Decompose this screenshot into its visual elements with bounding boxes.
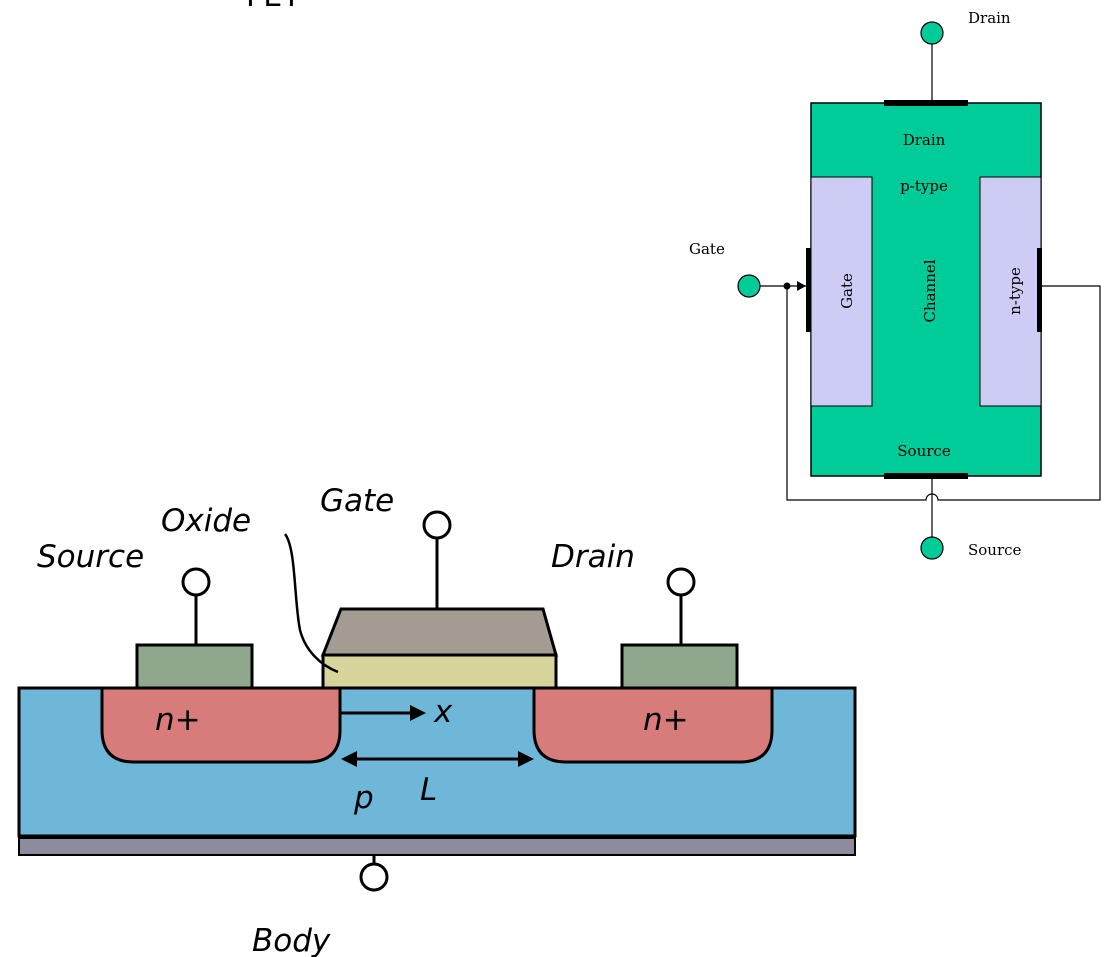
mosfet-x-label: x [433, 694, 453, 730]
mosfet-drain-n-region [532, 686, 774, 764]
jfet-gate-contact-left [806, 248, 811, 332]
mosfet-source-region-label: n+ [155, 702, 201, 738]
jfet-drain-terminal-label: Drain [968, 9, 1011, 27]
mosfet-drain-label: Drain [551, 539, 635, 575]
mosfet-length-arrowhead-left [341, 751, 357, 767]
jfet-drain-region-label: Drain [903, 131, 946, 149]
jfet-diagram: Drain Gate Source Drain p-type Source Ga… [689, 9, 1101, 560]
jfet-drain-contact [884, 100, 968, 106]
mosfet-source-label: Source [37, 539, 144, 575]
mosfet-length-arrowhead-right [518, 751, 534, 767]
jfet-ntype-region [979, 176, 1042, 407]
jfet-gate-return-wire [786, 285, 1101, 501]
mosfet-gate-electrode [320, 607, 558, 657]
jfet-gate-region-label: Gate [838, 273, 856, 309]
mosfet-oxide-label: Oxide [161, 503, 251, 539]
jfet-ptype-label: p-type [900, 177, 948, 195]
jfet-ntype-label: n-type [1006, 267, 1024, 315]
jfet-gate-terminal-label: Gate [689, 240, 725, 258]
jfet-gate-contact-right [1037, 248, 1042, 332]
jfet-source-terminal-label: Source [968, 541, 1022, 559]
header-fragment: FET [246, 0, 301, 14]
mosfet-length-label: L [420, 772, 437, 808]
mosfet-gate-terminal [422, 510, 452, 540]
mosfet-oxide-layer [321, 653, 558, 690]
mosfet-body-terminal [359, 862, 389, 892]
mosfet-source-contact [135, 643, 254, 690]
mosfet-oxide-pointer [283, 533, 339, 674]
jfet-source-terminal [920, 536, 944, 560]
mosfet-drain-region-label: n+ [643, 702, 689, 738]
mosfet-x-arrowhead [410, 705, 426, 721]
jfet-source-contact [884, 473, 968, 479]
mosfet-drain-contact [620, 643, 739, 690]
jfet-drain-terminal [920, 21, 944, 45]
jfet-gate-arrow [797, 281, 806, 291]
mosfet-drain-terminal [666, 567, 696, 597]
mosfet-source-n-region [100, 686, 342, 764]
jfet-gate-region [810, 176, 873, 407]
mosfet-body-plate [18, 837, 856, 856]
mosfet-source-terminal [181, 567, 211, 597]
jfet-channel-label: Channel [921, 259, 939, 322]
jfet-gate-terminal [737, 274, 761, 298]
mosfet-diagram: Source Oxide Gate Drain n+ n+ x L p Body [17, 483, 857, 957]
jfet-source-region-label: Source [897, 442, 951, 460]
mosfet-gate-label: Gate [320, 483, 394, 519]
mosfet-substrate-label: p [353, 780, 374, 816]
mosfet-body-label: Body [252, 923, 331, 957]
